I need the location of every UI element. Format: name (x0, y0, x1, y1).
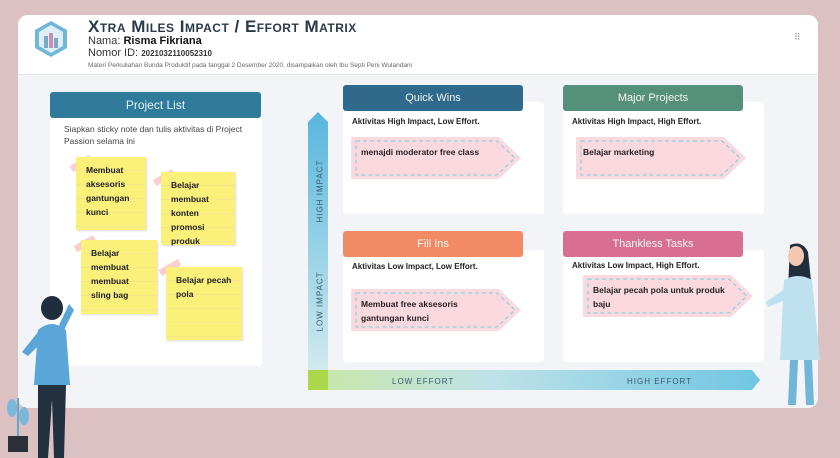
quadrant-item-text: Belajar pecah pola untuk produk baju (593, 285, 725, 309)
sticky-note: Belajar pecah pola (166, 267, 242, 340)
thankless-tasks-title: Thankless Tasks (563, 231, 743, 257)
woman-illustration-right (766, 243, 820, 405)
name-value: Risma Fikriana (123, 35, 202, 47)
axes-arrows (308, 112, 760, 390)
id-value: 2021032110052310 (141, 49, 212, 58)
quadrant-item: Membuat free aksesoris gantungan kunci (351, 289, 521, 331)
fill-ins-title: Fill Ins (343, 231, 523, 257)
id-line: Nomor ID: 2021032110052310 (88, 47, 212, 59)
quadrant-item: Belajar pecah pola untuk produk baju (583, 275, 753, 317)
high-effort-label: HIGH EFFORT (627, 377, 693, 386)
name-label: Nama: (88, 35, 121, 47)
effort-axis (308, 370, 760, 390)
impact-axis (308, 112, 328, 390)
major-projects-title: Major Projects (563, 85, 743, 111)
quick-wins-title: Quick Wins (343, 85, 523, 111)
subtitle: Materi Perkuliahan Bunda Produktif pada … (88, 62, 413, 69)
project-list-title: Project List (50, 92, 261, 118)
quick-wins-description: Aktivitas High Impact, Low Effort. (352, 117, 480, 126)
fill-ins-description: Aktivitas Low Impact, Low Effort. (352, 262, 478, 271)
low-effort-label: LOW EFFORT (392, 377, 455, 386)
name-line: Nama: Risma Fikriana (88, 35, 202, 47)
quadrant-item-text: Membuat free aksesoris gantungan kunci (361, 299, 458, 323)
plant-illustration (7, 398, 29, 452)
woman-illustration-left (22, 296, 74, 458)
quadrant-item: menajdi moderator free class (351, 137, 521, 179)
page-title: Xtra Miles Impact / Effort Matrix (88, 17, 357, 36)
sticky-note: Belajar membuat membuat sling bag (81, 240, 157, 314)
quadrant-item-text: Belajar marketing (583, 147, 655, 157)
id-label: Nomor ID: (88, 47, 139, 59)
thankless-tasks-description: Aktivitas Low Impact, High Effort. (572, 261, 700, 270)
grid-menu-icon[interactable]: ⠿ (794, 32, 801, 42)
header-bar (18, 15, 818, 75)
high-impact-label: HIGH IMPACT (316, 160, 325, 223)
low-impact-label: LOW IMPACT (315, 271, 325, 332)
logo-icon (33, 20, 69, 58)
project-list-description: Siapkan sticky note dan tulis aktivitas … (64, 124, 243, 146)
quadrant-item: Belajar marketing (576, 137, 746, 179)
major-projects-description: Aktivitas High Impact, High Effort. (572, 117, 702, 126)
sticky-note: Belajar membuat konten promosi produk (161, 172, 235, 246)
sticky-note: Membuat aksesoris gantungan kunci (76, 157, 146, 230)
quadrant-item-text: menajdi moderator free class (361, 147, 480, 157)
